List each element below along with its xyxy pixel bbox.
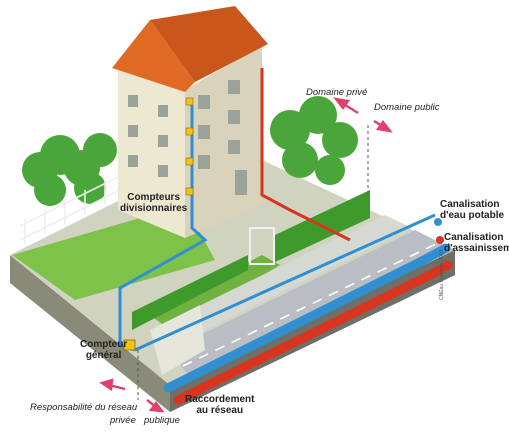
- meter-divisional-icons: [185, 97, 194, 196]
- compteur-general-line2: général: [85, 349, 122, 361]
- garden-gate: [249, 227, 275, 265]
- building-roof-front: [112, 20, 195, 92]
- raccordement-label: Raccordement au réseau: [185, 394, 255, 417]
- domaine-prive-label: Domaine privé: [306, 87, 368, 98]
- fence: [19, 175, 121, 244]
- tree-group-left: [22, 133, 117, 206]
- water-main-pipe: [163, 243, 451, 393]
- road-marking: [182, 241, 441, 367]
- publique-label: publique: [144, 415, 180, 426]
- lawn-right: [150, 255, 280, 330]
- building-windows: [128, 80, 247, 195]
- compteurs-label-line2: divisionnaires: [120, 202, 188, 214]
- canalisation-assainissement-label: Canalisation d'assainissement: [444, 232, 509, 255]
- water-pipes: [118, 105, 436, 352]
- trench: [150, 305, 205, 375]
- compteurs-label: Compteurs divisionnaires: [120, 192, 188, 215]
- road: [170, 230, 455, 378]
- canalisation-eau-line1: Canalisation: [440, 199, 500, 210]
- sewer-main-pipe: [173, 260, 453, 405]
- privee-label: privée: [110, 415, 136, 426]
- domaine-public-label: Domaine public: [374, 102, 440, 113]
- raccordement-line1: Raccordement: [185, 394, 255, 405]
- credit-label: CNEau Graphies 2002: [439, 249, 445, 300]
- raccordement-line2: au réseau: [196, 404, 244, 416]
- domain-arrows: [333, 97, 393, 133]
- compteur-general-line1: Compteur: [80, 339, 128, 350]
- canalisation-assainissement-line1: Canalisation: [444, 232, 504, 243]
- building-roof-side: [150, 6, 268, 82]
- sewer-pipe-marker: [436, 236, 444, 244]
- water-pipe-marker: [434, 218, 442, 226]
- sewer-pipes: [260, 68, 351, 242]
- responsabilite-label: Responsabilité du réseau: [30, 402, 138, 413]
- compteur-general-label: Compteur général: [80, 339, 128, 362]
- building-front-wall: [118, 68, 185, 238]
- responsibility-arrows: [99, 378, 165, 413]
- canalisation-assainissement-line2: d'assainissement: [444, 242, 509, 254]
- compteurs-label-line1: Compteurs: [127, 192, 181, 203]
- canalisation-eau-line2: d'eau potable: [440, 209, 505, 221]
- tree-group-right: [270, 96, 358, 185]
- ground-block-left-side: [10, 255, 170, 412]
- canalisation-eau-label: Canalisation d'eau potable: [440, 199, 505, 222]
- meter-general-icon: [123, 339, 136, 351]
- hedge-front: [132, 255, 248, 330]
